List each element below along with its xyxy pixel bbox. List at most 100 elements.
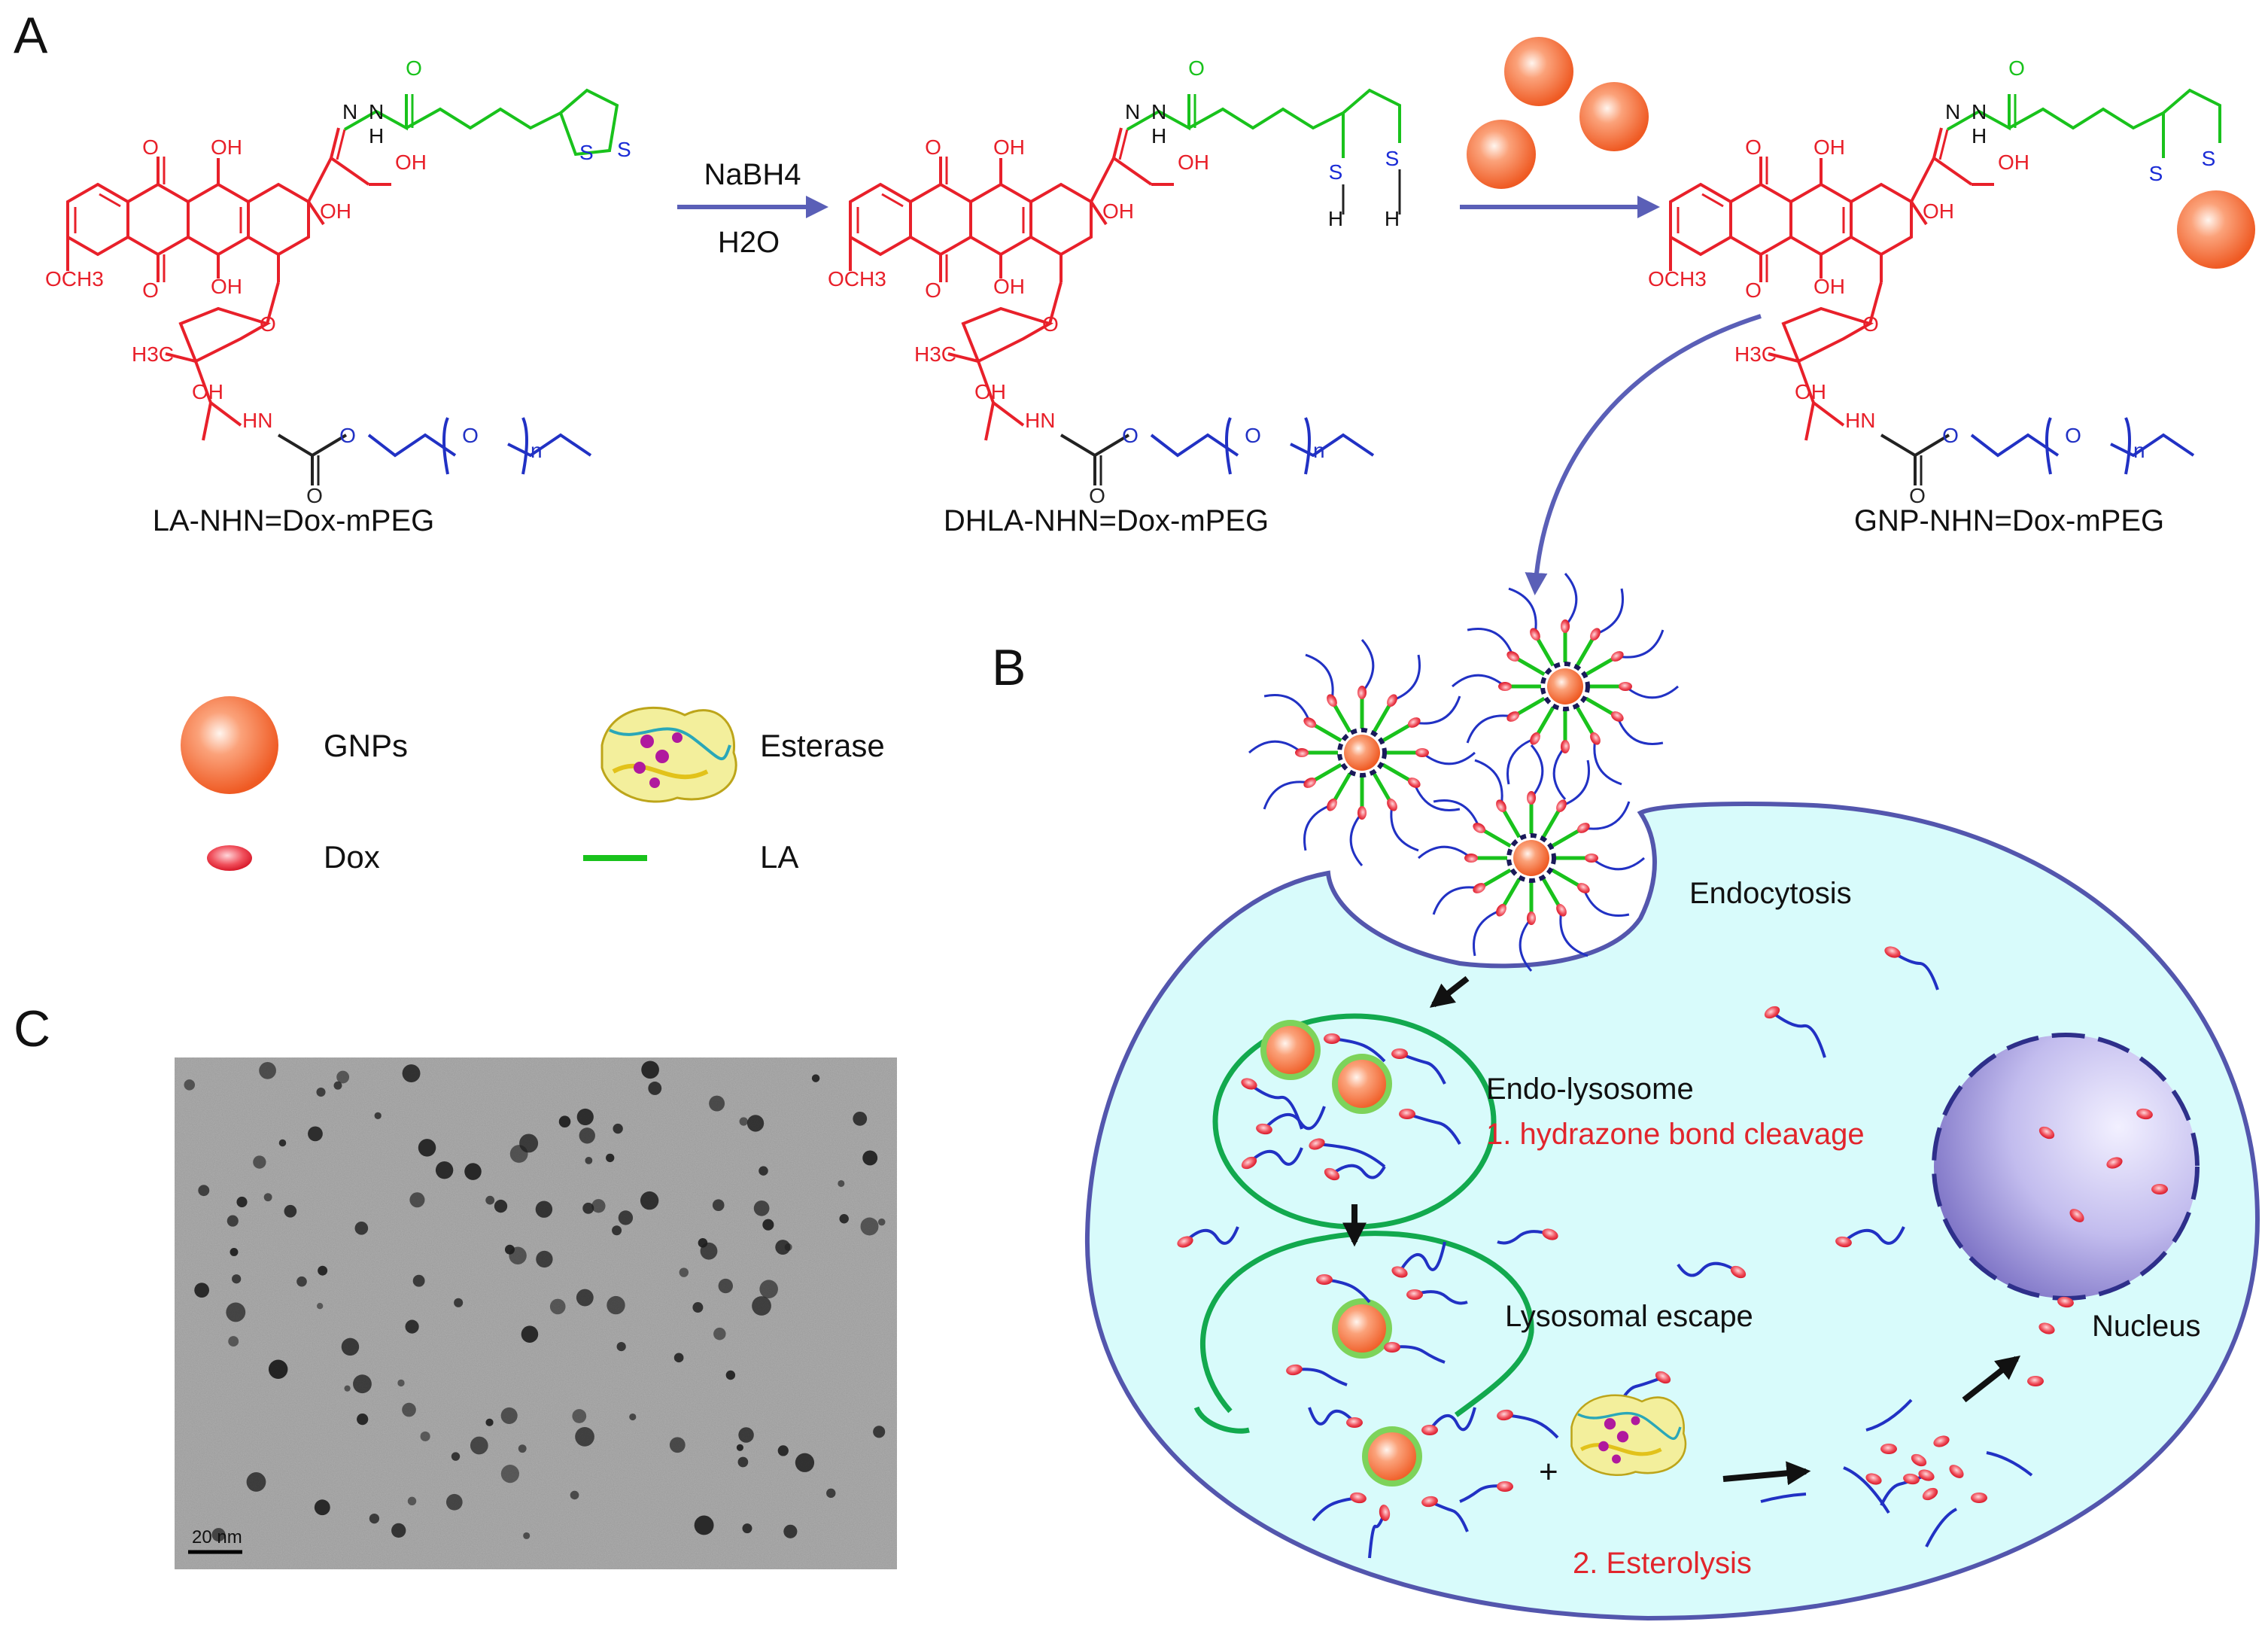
dox-molecule: [1530, 628, 1540, 641]
tem-nanoparticle: [374, 1112, 382, 1119]
dox-molecule: [2106, 1157, 2123, 1169]
peg-fragment: [1986, 1451, 2033, 1477]
atom-h: H: [1151, 124, 1166, 148]
atom-o: O: [306, 484, 323, 507]
dox-molecule: [1949, 1465, 1964, 1478]
peg-strand: [1263, 1106, 1326, 1131]
particle-layer: [1177, 573, 2168, 1559]
dox-molecule: [1610, 651, 1624, 662]
label-step2: 2. Esterolysis: [1573, 1547, 1752, 1580]
tem-nanoparticle: [470, 1436, 488, 1455]
peg-strand: [1508, 587, 1537, 634]
dox-molecule: [1295, 748, 1309, 757]
tem-nanoparticle: [629, 1413, 637, 1421]
dox-molecule: [1407, 778, 1421, 788]
tem-nanoparticle: [333, 1081, 342, 1090]
tem-nanoparticle: [795, 1453, 815, 1472]
atom-s: S: [2202, 147, 2216, 170]
tem-nanoparticle: [742, 1523, 752, 1534]
atom-o: O: [2008, 56, 2025, 80]
dox-molecule: [1730, 1265, 1747, 1279]
arrow-endocytosis: [1429, 975, 1470, 1008]
peg-strand: [1248, 1082, 1303, 1130]
atom-o: O: [142, 135, 159, 159]
peg-strand: [1582, 887, 1630, 917]
atom-hn: HN: [1025, 409, 1055, 432]
legend-gnp-swatch: [181, 696, 278, 794]
dox-molecule: [1496, 799, 1506, 813]
tem-nanoparticle: [391, 1523, 406, 1538]
atom-h: H: [369, 124, 384, 148]
tem-nanoparticle: [759, 1166, 768, 1176]
peg-fragment: [1843, 1466, 1890, 1514]
tem-nanoparticle: [198, 1185, 210, 1197]
tem-nanoparticle: [485, 1418, 494, 1426]
peg-strand: [1559, 910, 1589, 957]
atom-och3: OCH3: [1648, 267, 1707, 291]
dox-molecule: [1497, 1409, 1513, 1421]
dox-molecule: [1506, 711, 1520, 722]
molecule-dhla-nhn-dox-mpeg: [849, 88, 1401, 487]
tem-nanoparticle: [759, 1280, 778, 1298]
peg-strand: [1617, 629, 1665, 659]
label-nucleus: Nucleus: [2092, 1310, 2201, 1343]
dox-molecule: [1865, 1473, 1882, 1485]
tem-nanoparticle: [606, 1153, 615, 1163]
peg-strand: [1418, 845, 1472, 860]
dox-molecule: [1387, 694, 1397, 708]
dox-molecule: [1391, 1266, 1408, 1278]
atom-oh: OH: [993, 135, 1025, 159]
atom-oh: OH: [1998, 151, 2029, 174]
dox-molecule: [1933, 1435, 1950, 1447]
tem-nanoparticle: [509, 1246, 527, 1264]
peg-strand: [1564, 573, 1578, 627]
peg-strand: [1368, 1512, 1386, 1559]
dox-molecule: [2069, 1209, 2084, 1222]
tem-nanoparticle: [184, 1079, 196, 1091]
gnp-core: [1513, 840, 1549, 876]
tem-nanoparticle: [228, 1336, 239, 1347]
atom-o: O: [1245, 424, 1261, 447]
atom-o: O: [339, 424, 356, 447]
tem-nanoparticle: [268, 1359, 288, 1380]
dox-molecule: [1880, 1444, 1897, 1454]
atom-sub-n: n: [2133, 439, 2145, 462]
dox-molecule: [1903, 1473, 1920, 1485]
dox-molecule: [1415, 748, 1429, 757]
tem-nanoparticle: [211, 1528, 226, 1542]
peg-strand: [1561, 759, 1590, 808]
peg-strand: [1412, 782, 1461, 811]
tem-nanoparticle: [354, 1221, 369, 1235]
dox-molecule: [1911, 1453, 1927, 1467]
tem-nanoparticle: [669, 1437, 686, 1453]
peg-strand: [1184, 1226, 1239, 1245]
tem-nanoparticle: [641, 1061, 659, 1079]
atom-oh: OH: [1813, 135, 1845, 159]
reagent-nabh4: NaBH4: [704, 158, 801, 191]
atom-o: O: [2065, 424, 2081, 447]
dox-molecule: [1309, 1138, 1325, 1150]
peg-strand: [1593, 738, 1622, 786]
tem-nanoparticle: [753, 1200, 770, 1216]
peg-strand: [1390, 805, 1419, 852]
tem-nanoparticle: [318, 1265, 328, 1276]
dox-molecule: [1530, 732, 1540, 745]
peg-strand: [1842, 1226, 1905, 1245]
dox-molecule: [1241, 1078, 1257, 1090]
atom-n: N: [1151, 100, 1166, 123]
peg-strand: [1421, 751, 1476, 765]
atom-oh: OH: [1813, 275, 1845, 298]
peg-fragment: [1925, 1508, 1957, 1547]
tem-nanoparticle: [709, 1095, 725, 1112]
functionalized-gnp: [1418, 744, 1645, 972]
atom-n: N: [1972, 100, 1987, 123]
dox-molecule: [2057, 1296, 2074, 1308]
atom-h: H: [1972, 124, 1987, 148]
dox-molecule: [1327, 694, 1337, 708]
gnp-core: [1547, 668, 1583, 704]
peg-strand: [1616, 716, 1664, 745]
ruptured-vesicle: [1200, 1231, 1534, 1417]
atom-o: O: [1862, 312, 1879, 336]
atom-oh: OH: [211, 135, 242, 159]
coated-gnp: [1362, 1426, 1422, 1487]
